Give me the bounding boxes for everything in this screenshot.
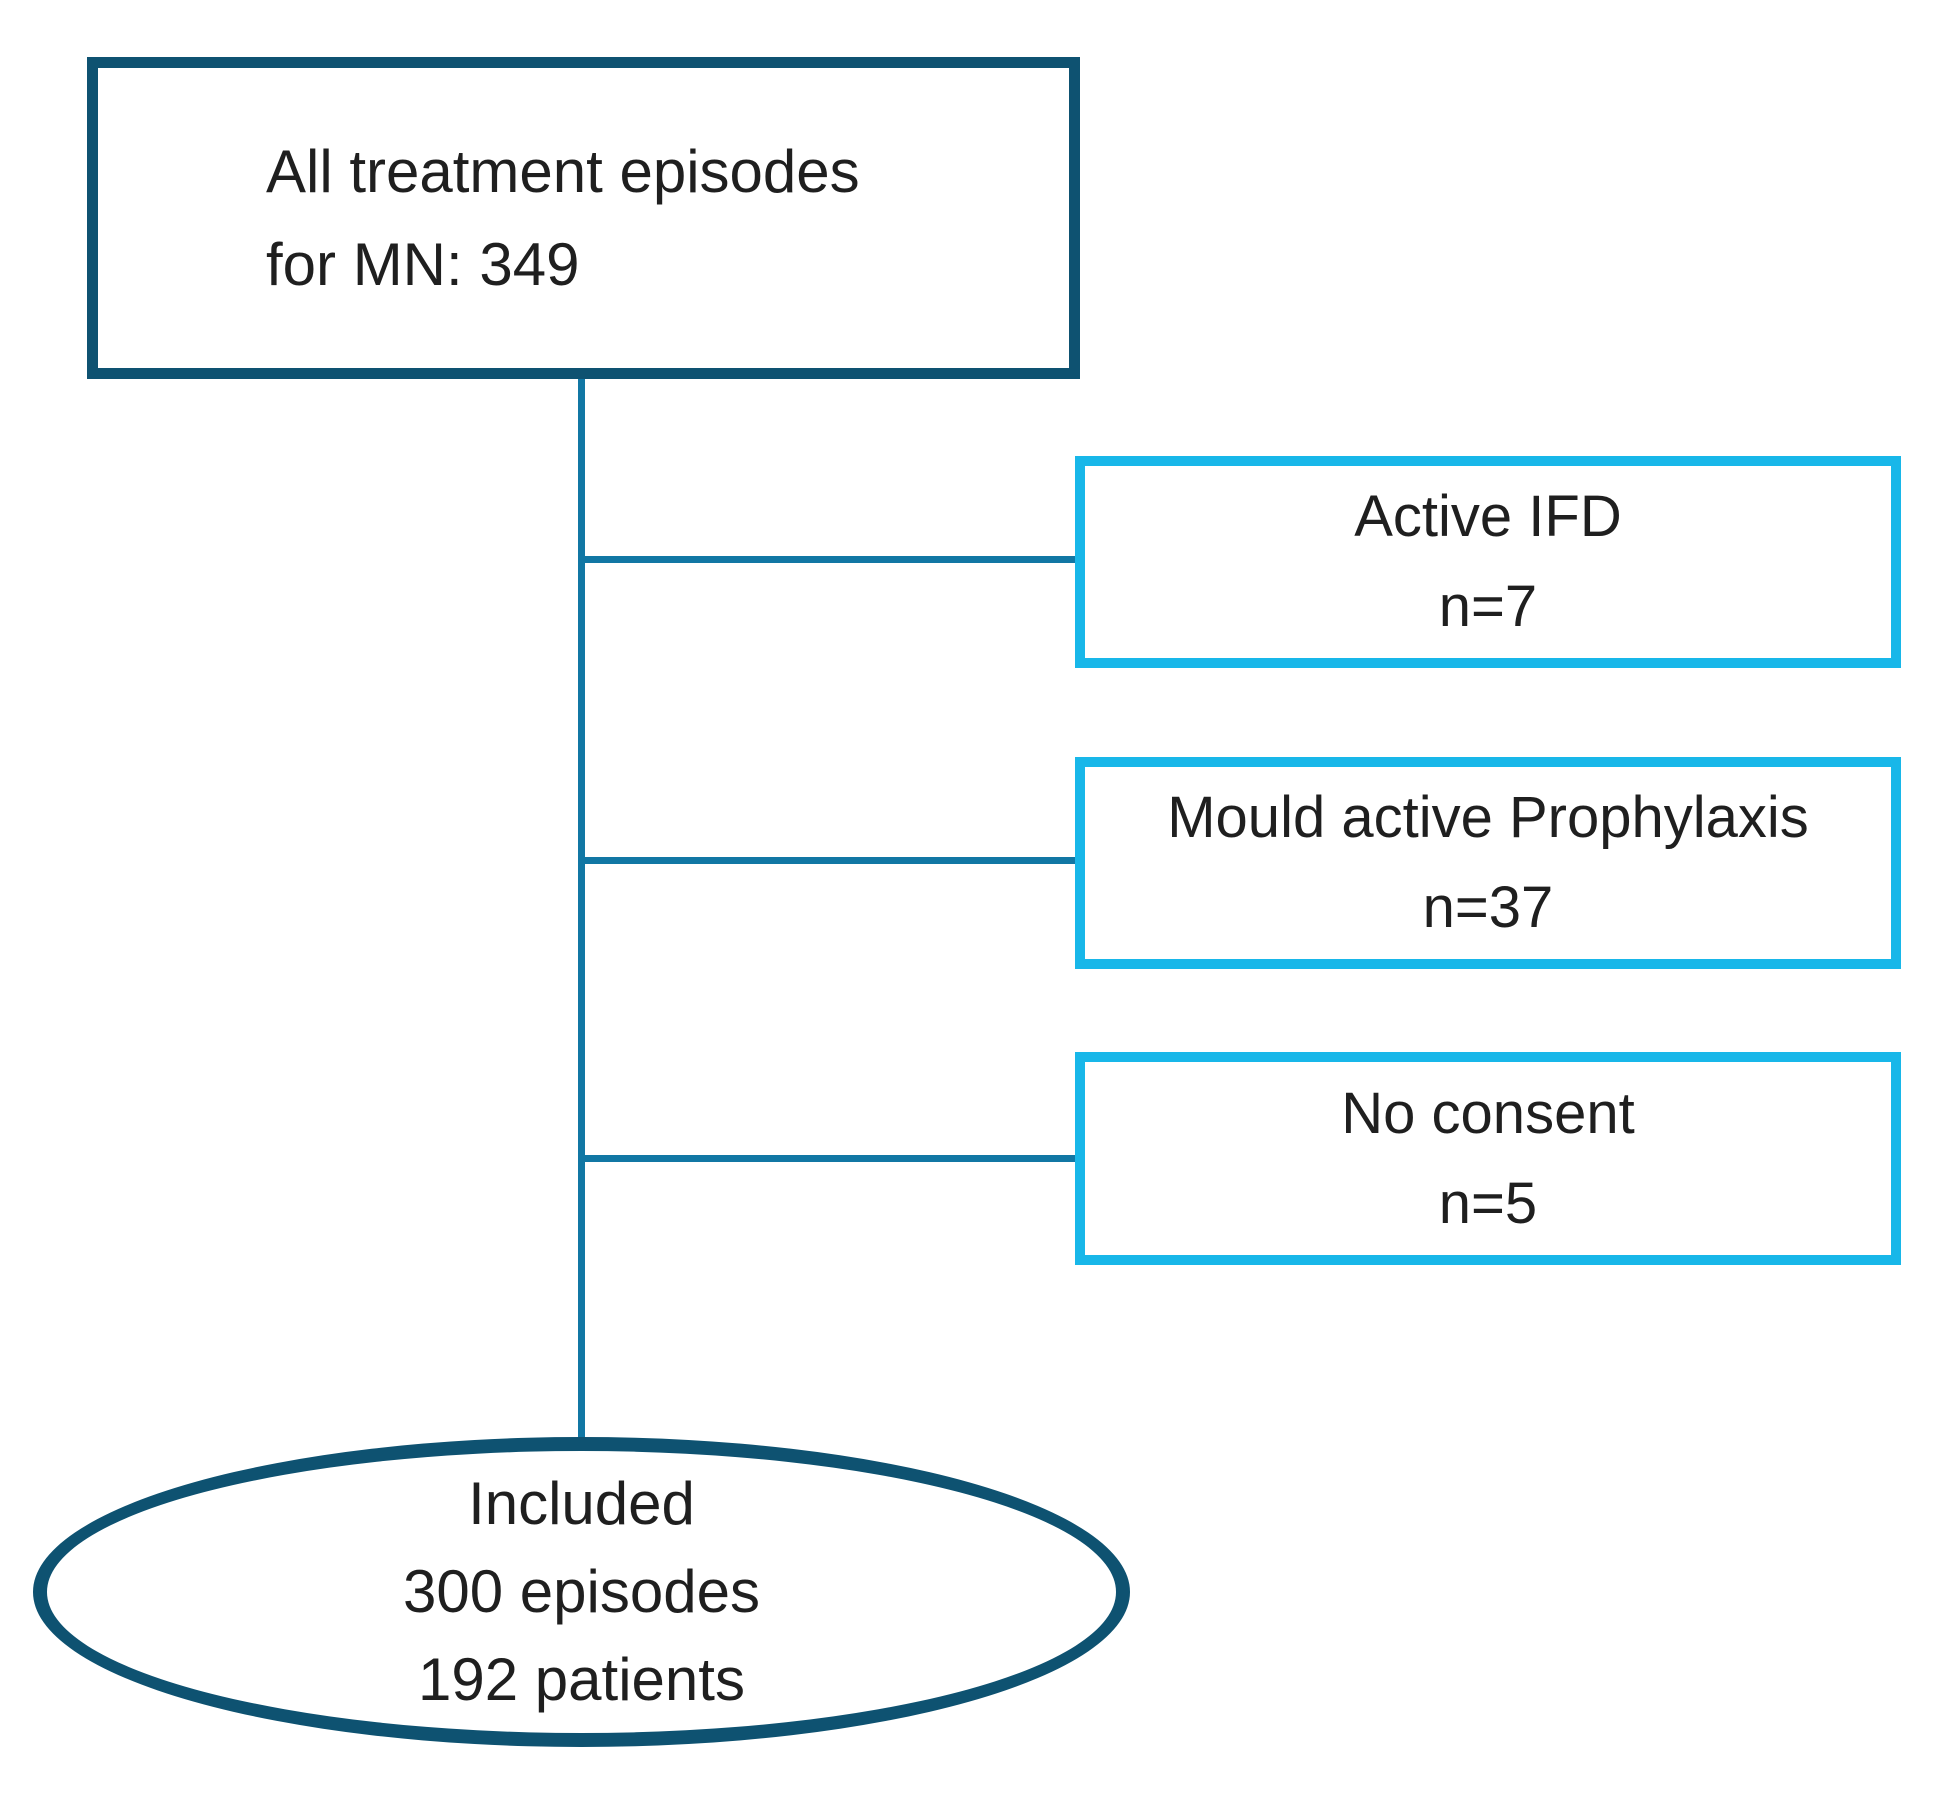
root-box-line1: All treatment episodes [266,138,860,205]
connector-branch-prophylaxis [582,857,1077,864]
exclusion-count: n=37 [1422,875,1554,940]
exclusion-box-active-ifd: Active IFD n=7 [1075,456,1901,668]
included-line3: 192 patients [418,1646,745,1713]
exclusion-label: Mould active Prophylaxis [1167,785,1809,850]
included-line1: Included [468,1470,695,1537]
root-box-line2: for MN: 349 [266,231,580,298]
exclusion-count: n=7 [1438,574,1538,639]
included-line2: 300 episodes [403,1558,760,1625]
exclusion-box-no-consent: No consent n=5 [1075,1052,1901,1265]
exclusion-label: Active IFD [1354,484,1622,549]
connector-branch-active-ifd [582,556,1077,563]
connector-vertical [578,375,585,1440]
root-box-all-treatment-episodes: All treatment episodes for MN: 349 [87,57,1080,379]
exclusion-label: No consent [1341,1080,1635,1146]
exclusion-count: n=5 [1438,1170,1538,1236]
included-ellipse: Included 300 episodes 192 patients [33,1437,1130,1747]
exclusion-box-mould-active-prophylaxis: Mould active Prophylaxis n=37 [1075,757,1901,969]
connector-branch-no-consent [582,1155,1077,1162]
